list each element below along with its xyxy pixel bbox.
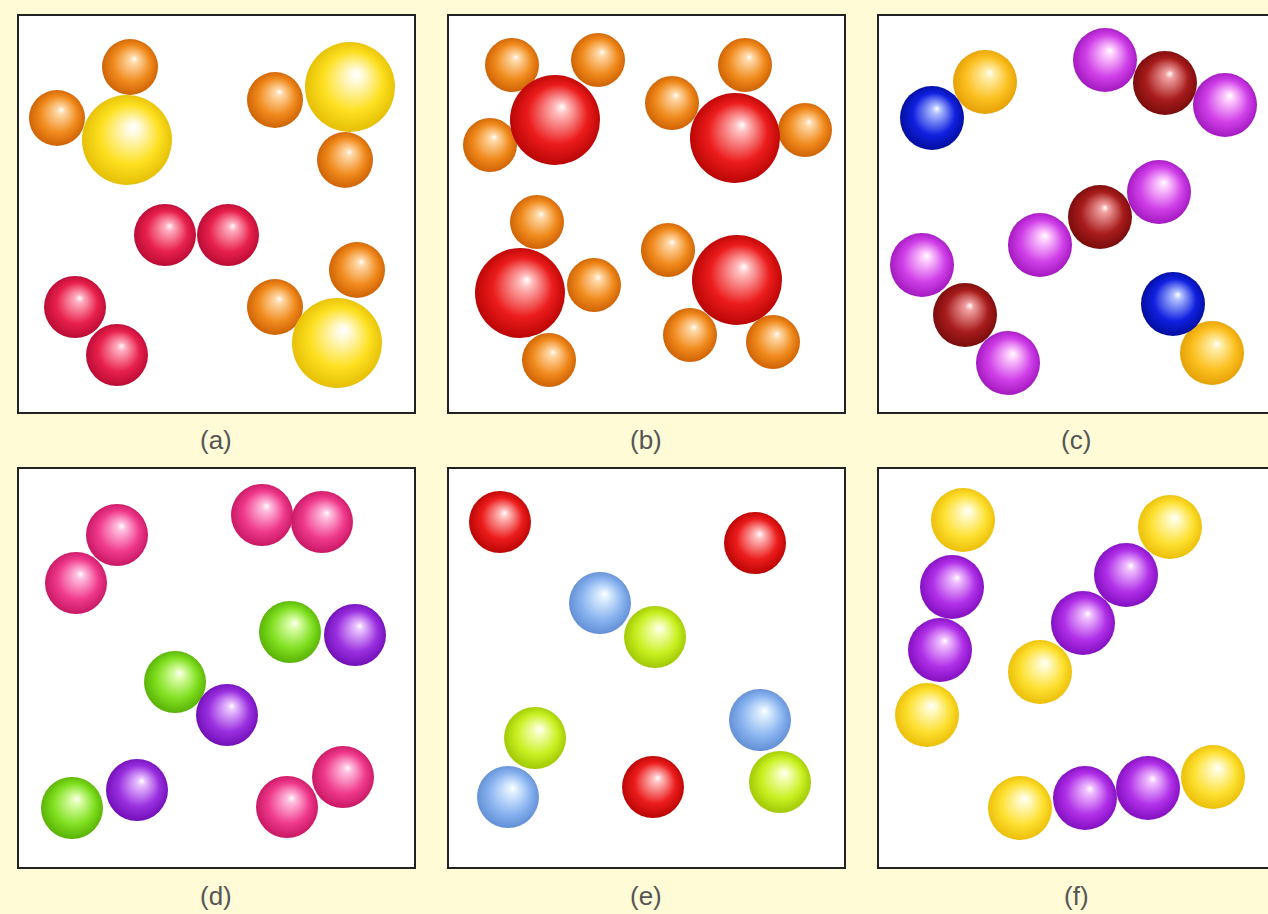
atom-sphere xyxy=(571,33,625,87)
atom-sphere xyxy=(729,689,791,751)
atom-sphere xyxy=(1051,591,1115,655)
atom-sphere xyxy=(477,766,539,828)
atom-sphere xyxy=(324,604,386,666)
atom-sphere xyxy=(312,746,374,808)
atom-sphere xyxy=(690,93,780,183)
atom-sphere xyxy=(569,572,631,634)
atom-sphere xyxy=(463,118,517,172)
atom-sphere xyxy=(908,618,972,682)
atom-sphere xyxy=(197,204,259,266)
atom-sphere xyxy=(259,601,321,663)
atom-sphere xyxy=(1133,51,1197,115)
atom-sphere xyxy=(510,75,600,165)
atom-sphere xyxy=(933,283,997,347)
atom-sphere xyxy=(44,276,106,338)
atom-sphere xyxy=(1008,640,1072,704)
atom-sphere xyxy=(196,684,258,746)
atom-sphere xyxy=(749,751,811,813)
atom-sphere xyxy=(1068,185,1132,249)
atom-sphere xyxy=(86,504,148,566)
panel-label: (b) xyxy=(630,425,662,456)
atom-sphere xyxy=(106,759,168,821)
atom-sphere xyxy=(900,86,964,150)
atom-sphere xyxy=(522,333,576,387)
atom-sphere xyxy=(692,235,782,325)
atom-sphere xyxy=(1141,272,1205,336)
atom-sphere xyxy=(1008,213,1072,277)
atom-sphere xyxy=(1138,495,1202,559)
atom-sphere xyxy=(624,606,686,668)
atom-sphere xyxy=(504,707,566,769)
atom-sphere xyxy=(1116,756,1180,820)
atom-sphere xyxy=(29,90,85,146)
atom-sphere xyxy=(231,484,293,546)
atom-sphere xyxy=(82,95,172,185)
panel-frame xyxy=(448,468,845,868)
panel-frame xyxy=(448,15,845,413)
atom-sphere xyxy=(292,298,382,388)
panel-frame xyxy=(878,468,1268,868)
atom-sphere xyxy=(1073,28,1137,92)
atom-sphere xyxy=(41,777,103,839)
atom-sphere xyxy=(890,233,954,297)
panel-frame xyxy=(878,15,1268,413)
atoms xyxy=(29,28,1257,840)
atom-sphere xyxy=(291,491,353,553)
atom-sphere xyxy=(305,42,395,132)
atom-sphere xyxy=(641,223,695,277)
panels xyxy=(18,15,1268,868)
atom-sphere xyxy=(256,776,318,838)
atom-sphere xyxy=(317,132,373,188)
atom-sphere xyxy=(1127,160,1191,224)
atom-sphere xyxy=(45,552,107,614)
atom-sphere xyxy=(622,756,684,818)
panel-label: (d) xyxy=(200,881,232,912)
atom-sphere xyxy=(663,308,717,362)
panel-label: (c) xyxy=(1061,425,1091,456)
atom-sphere xyxy=(920,555,984,619)
atom-sphere xyxy=(931,488,995,552)
atom-sphere xyxy=(746,315,800,369)
panel-label: (f) xyxy=(1064,881,1089,912)
panel-frame xyxy=(18,468,415,868)
atom-sphere xyxy=(247,279,303,335)
atom-sphere xyxy=(86,324,148,386)
atom-sphere xyxy=(1193,73,1257,137)
atom-sphere xyxy=(475,248,565,338)
atom-sphere xyxy=(724,512,786,574)
atom-sphere xyxy=(718,38,772,92)
atom-sphere xyxy=(953,50,1017,114)
atom-sphere xyxy=(247,72,303,128)
atom-sphere xyxy=(510,195,564,249)
panel-label: (a) xyxy=(200,425,232,456)
atom-sphere xyxy=(778,103,832,157)
atom-sphere xyxy=(469,491,531,553)
atom-sphere xyxy=(329,242,385,298)
atom-sphere xyxy=(1181,745,1245,809)
atom-sphere xyxy=(102,39,158,95)
atom-sphere xyxy=(645,76,699,130)
panel-label: (e) xyxy=(630,881,662,912)
atom-sphere xyxy=(1094,543,1158,607)
atom-sphere xyxy=(144,651,206,713)
atom-sphere xyxy=(895,683,959,747)
atom-sphere xyxy=(976,331,1040,395)
atom-sphere xyxy=(134,204,196,266)
atom-sphere xyxy=(567,258,621,312)
atom-sphere xyxy=(988,776,1052,840)
panel-frame xyxy=(18,15,415,413)
atom-sphere xyxy=(1053,766,1117,830)
